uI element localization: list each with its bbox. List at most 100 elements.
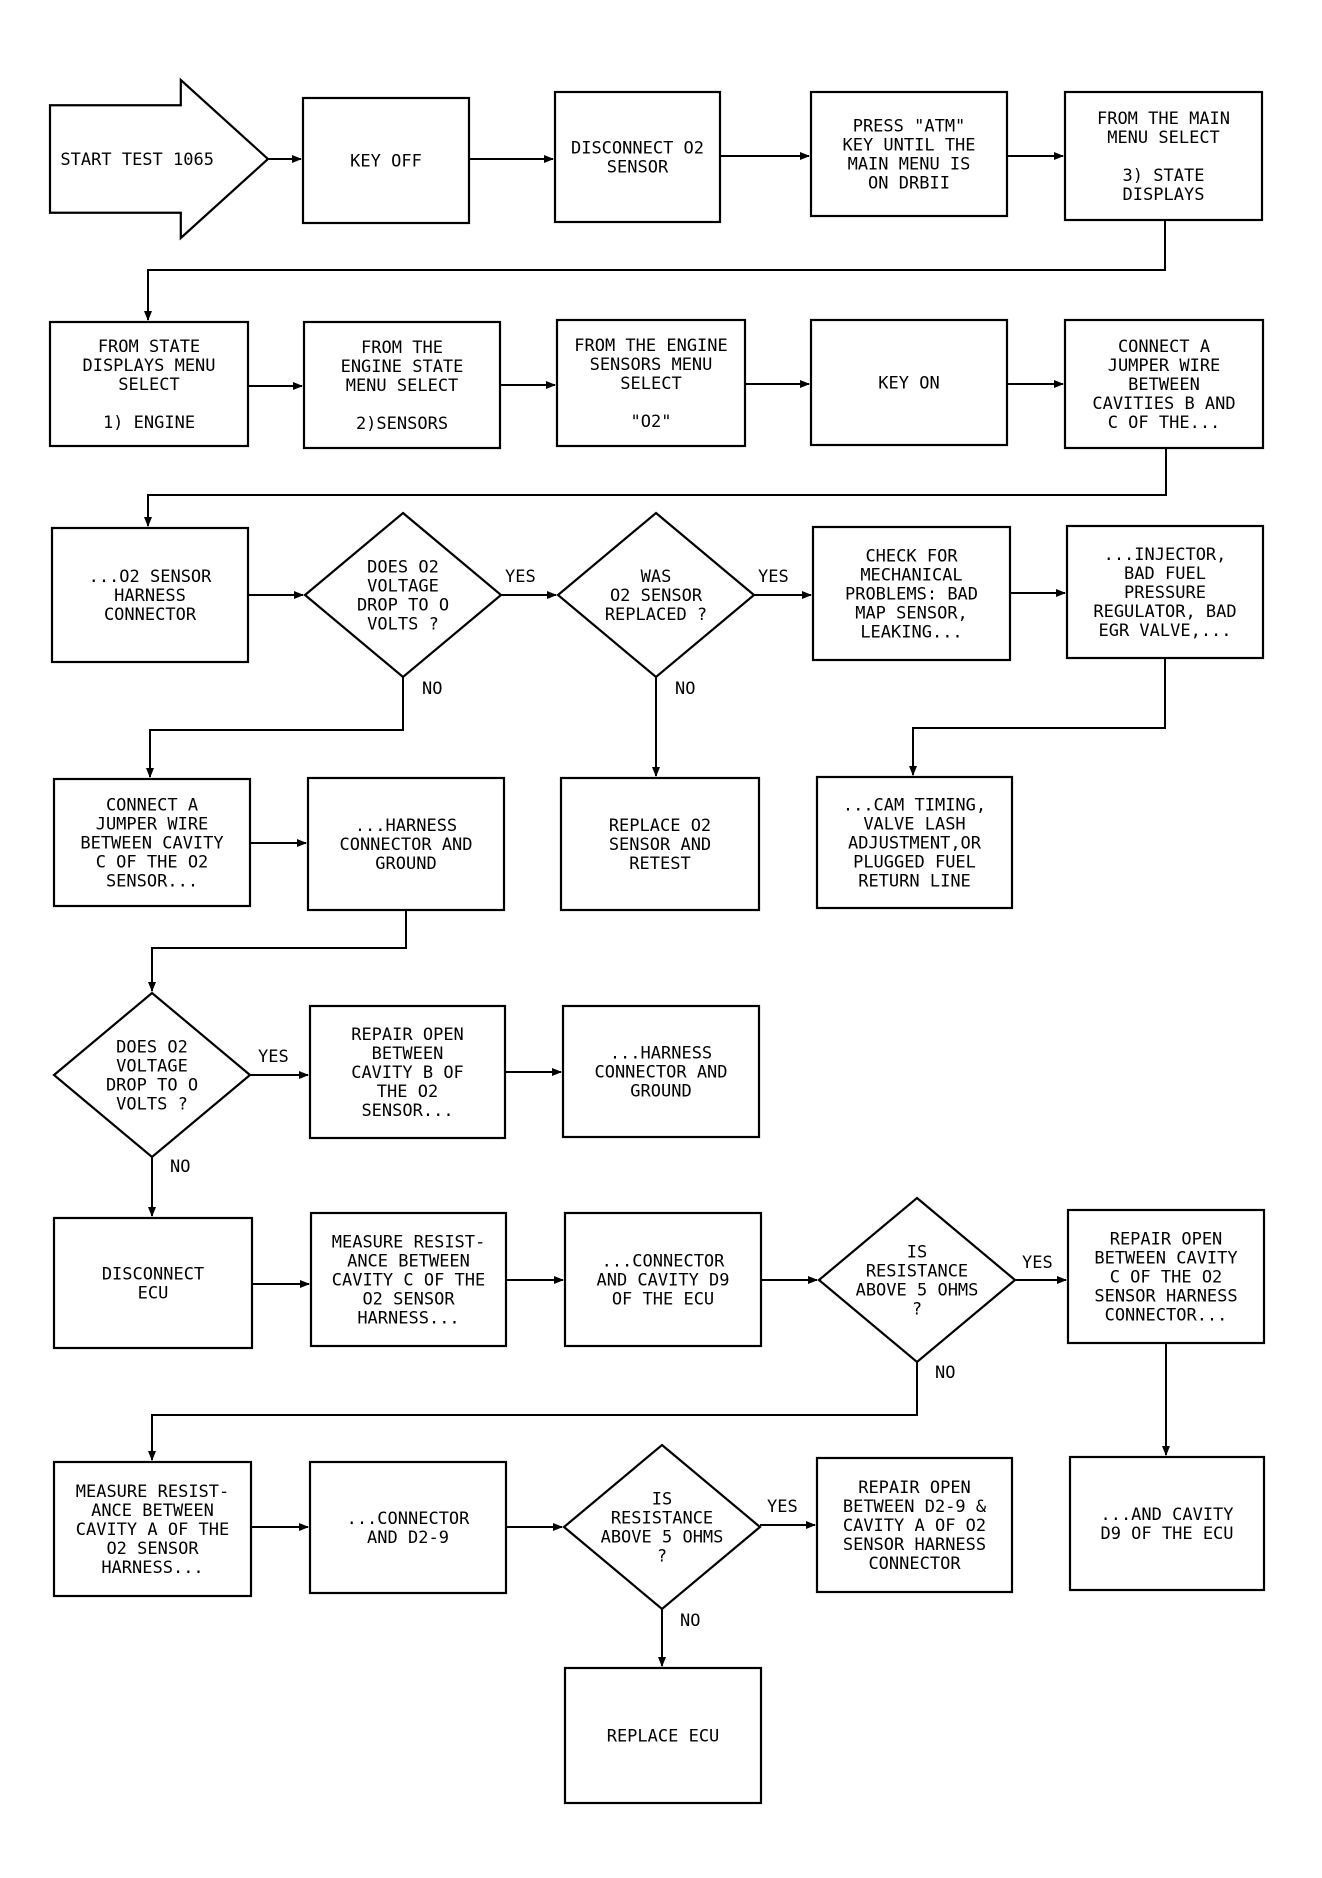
n3-text-line: MAIN MENU IS <box>848 155 971 175</box>
process-box <box>302 320 502 450</box>
n2-text-line: DISCONNECT O2 <box>571 139 704 159</box>
n16-text-line: ADJUSTMENT,OR <box>848 834 982 854</box>
process-box <box>809 318 1009 447</box>
process-box <box>815 1456 1014 1594</box>
d4-text-line: ABOVE 5 OHMS <box>856 1281 979 1301</box>
n4-text-line: MENU SELECT <box>1107 128 1220 148</box>
n4-text-line: 3) STATE <box>1123 166 1205 186</box>
n18-text-line: GROUND <box>630 1082 691 1102</box>
n2-text-line: SENSOR <box>607 158 669 178</box>
n18-text-line: CONNECTOR AND <box>594 1063 727 1083</box>
n5-text-line: SELECT <box>118 375 179 395</box>
n20-text-line: CAVITY C OF THE <box>332 1271 486 1291</box>
n9-text-line: C OF THE... <box>1108 413 1221 433</box>
node-n1: KEY OFF <box>301 96 471 225</box>
n13-text-line: C OF THE O2 <box>96 853 209 873</box>
d5-text-line: ABOVE 5 OHMS <box>601 1528 724 1548</box>
d3-text-line: VOLTAGE <box>116 1057 188 1077</box>
n12-text-line: BAD FUEL <box>1124 564 1206 584</box>
n15-text-line: SENSOR AND <box>609 835 711 855</box>
n11-text-line: MECHANICAL <box>860 566 962 586</box>
n24-text-line: AND D2-9 <box>367 1528 449 1548</box>
process-box <box>50 526 250 664</box>
d3-text-line: VOLTS ? <box>116 1095 188 1115</box>
n25-text-line: CAVITY A OF O2 <box>843 1516 986 1536</box>
connectors <box>144 152 1170 1667</box>
n3-text-line: KEY UNTIL THE <box>842 136 975 156</box>
n14-text-line: CONNECTOR AND <box>339 835 472 855</box>
process-box <box>553 90 722 224</box>
edge-label-yes: YES <box>767 1497 798 1517</box>
d1-text-line: DOES O2 <box>367 558 439 578</box>
process-box <box>1063 90 1264 222</box>
edge-label-yes: YES <box>758 567 789 587</box>
process-box <box>48 320 250 448</box>
n17-text-line: SENSOR... <box>361 1101 453 1121</box>
edge-label-yes: YES <box>1022 1253 1053 1273</box>
n20-text-line: MEASURE RESIST- <box>332 1233 486 1253</box>
n23-text-line: MEASURE RESIST- <box>76 1482 230 1502</box>
n6-text-line: MENU SELECT <box>346 376 459 396</box>
d2-text-line: REPLACED ? <box>605 605 707 625</box>
n9-text-line: CAVITIES B AND <box>1092 394 1235 414</box>
n12-text-line: ...INJECTOR, <box>1104 545 1227 565</box>
node-n16: ...CAM TIMING,VALVE LASHADJUSTMENT,ORPLU… <box>815 775 1014 910</box>
n4-text-line: DISPLAYS <box>1123 185 1205 205</box>
n18-text-line: ...HARNESS <box>610 1044 712 1064</box>
n20-text-line: O2 SENSOR <box>362 1290 455 1310</box>
n3-text-line: PRESS "ATM" <box>853 117 966 137</box>
d1-text-line: DROP TO O <box>357 596 449 616</box>
n23-text-line: ANCE BETWEEN <box>91 1501 214 1521</box>
d5-text-line: RESISTANCE <box>611 1509 713 1529</box>
d1-text-line: VOLTS ? <box>367 615 439 635</box>
connector-arrow <box>146 677 404 778</box>
n14-text-line: GROUND <box>375 854 436 874</box>
decision-diamond <box>556 511 756 679</box>
n10-text-line: CONNECTOR <box>104 605 197 625</box>
n6-text-line: 2)SENSORS <box>356 414 448 434</box>
process-box <box>815 775 1014 910</box>
process-box <box>52 1460 253 1598</box>
n12-text-line: PRESSURE <box>1124 583 1206 603</box>
n23-text-line: O2 SENSOR <box>106 1539 199 1559</box>
n21-text-line: OF THE ECU <box>612 1290 714 1310</box>
d4-text-line: RESISTANCE <box>866 1262 968 1282</box>
process-box <box>301 96 471 225</box>
n17-text-line: THE O2 <box>377 1082 438 1102</box>
n22-text-line: BETWEEN CAVITY <box>1094 1249 1237 1269</box>
n15-text-line: REPLACE O2 <box>609 816 711 836</box>
n22-text-line: C OF THE O2 <box>1110 1268 1223 1288</box>
n5-text-line: 1) ENGINE <box>103 413 195 433</box>
n10-text-line: ...O2 SENSOR <box>89 567 213 587</box>
n20-text-line: HARNESS... <box>357 1309 459 1329</box>
n13-text-line: SENSOR... <box>106 872 198 892</box>
n6-text-line: FROM THE <box>361 338 443 358</box>
process-box <box>1066 1208 1266 1345</box>
process-box <box>555 318 747 448</box>
process-box <box>563 1666 763 1805</box>
n9-text-line: JUMPER WIRE <box>1108 356 1221 376</box>
node-n8: KEY ON <box>809 318 1009 447</box>
process-box <box>1063 318 1265 450</box>
n6-text-line: ENGINE STATE <box>341 357 464 377</box>
process-box <box>52 1216 254 1350</box>
n7-text-line: "O2" <box>631 412 672 432</box>
d5-text-line: IS <box>652 1490 672 1510</box>
n7-text-line: SENSORS MENU <box>590 355 713 375</box>
n22-text-line: SENSOR HARNESS <box>1094 1287 1237 1307</box>
